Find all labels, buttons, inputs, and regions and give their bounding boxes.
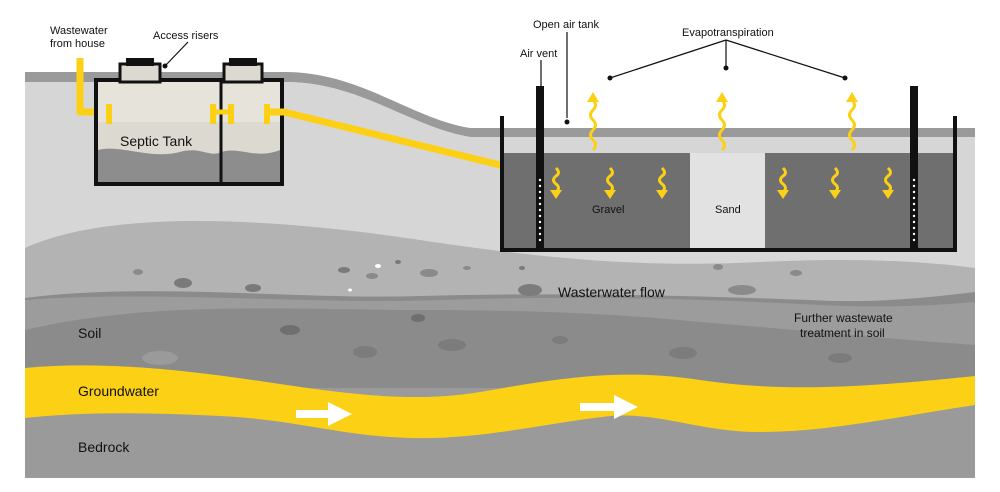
leader-dots xyxy=(162,63,848,125)
label-evapotranspiration: Evapotranspiration xyxy=(682,27,774,39)
label-further-treatment-2: treatment in soil xyxy=(800,326,885,340)
house-inlet-pipe xyxy=(76,58,98,116)
label-air-vent: Air vent xyxy=(520,48,557,60)
label-access-risers: Access risers xyxy=(153,30,219,42)
label-groundwater: Groundwater xyxy=(78,383,159,399)
leader-lines xyxy=(164,32,846,118)
label-wastewater-flow: Wasterwater flow xyxy=(558,284,666,300)
groundwater-band xyxy=(25,365,975,439)
flow-right-icon xyxy=(296,402,352,426)
septic-tank xyxy=(94,58,284,186)
open-air-tank xyxy=(500,86,957,252)
label-bedrock: Bedrock xyxy=(78,439,130,455)
air-vent-right xyxy=(910,86,918,248)
label-further-treatment-1: Further wastewate xyxy=(794,311,893,325)
label-gravel: Gravel xyxy=(592,204,624,216)
pebbles xyxy=(133,260,852,365)
label-septic-tank: Septic Tank xyxy=(120,133,193,149)
label-open-air-tank: Open air tank xyxy=(533,19,600,31)
label-wastewater-from-house-2: from house xyxy=(50,38,105,50)
air-vent-left xyxy=(536,86,544,248)
label-wastewater-from-house-1: Wastewater xyxy=(50,25,108,37)
soil-light-patch xyxy=(25,296,975,345)
label-sand: Sand xyxy=(715,204,741,216)
label-soil: Soil xyxy=(78,325,101,341)
flow-right-icon xyxy=(580,395,638,419)
